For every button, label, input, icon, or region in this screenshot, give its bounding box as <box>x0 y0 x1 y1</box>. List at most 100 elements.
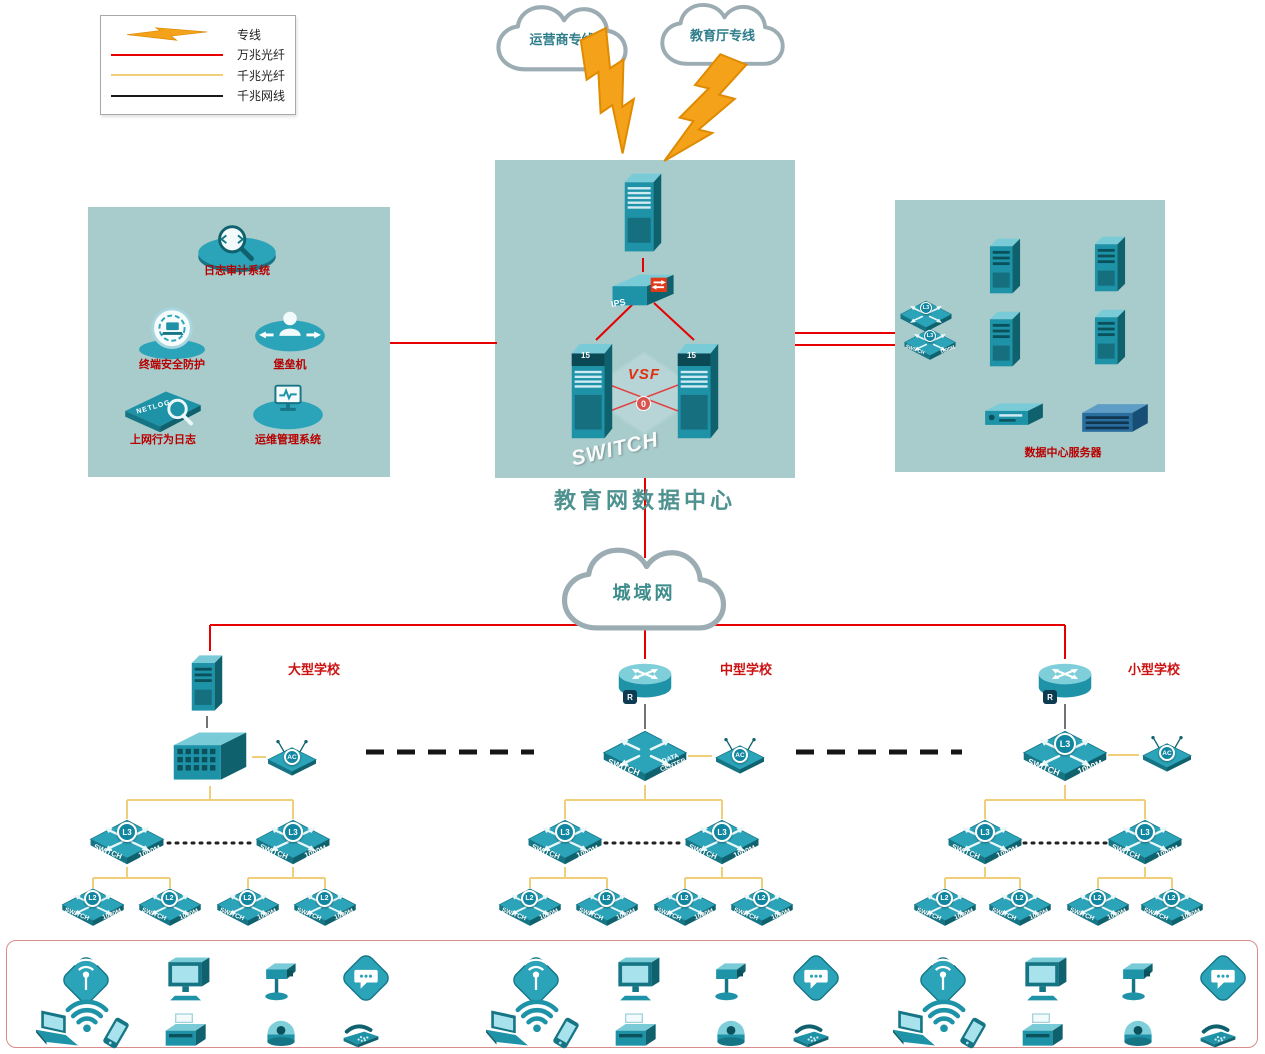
l3-badge: L3 <box>924 330 936 342</box>
firewall-gateway <box>619 167 667 259</box>
datacenter-panel: IPS 15 15 VSF 0 SWITCH <box>495 160 795 478</box>
l2-badge: L2 <box>316 890 333 907</box>
school-server <box>187 650 227 716</box>
cloud-education-line: 教育厅专线 <box>645 1 800 73</box>
ops-management-label: 运维管理系统 <box>255 434 321 446</box>
legend-item-10g-fiber: 万兆光纤 <box>111 45 285 66</box>
vsf-link-badge: 0 <box>636 396 651 411</box>
audit-icon <box>192 218 282 278</box>
server-tower <box>985 307 1025 371</box>
l2-switch: L2 SWITCH 1000M <box>730 887 794 929</box>
l2-badge: L2 <box>84 890 101 907</box>
terminal-security-label: 终端安全防护 <box>139 359 205 371</box>
black-line-sample <box>111 87 223 105</box>
message-terminal-icon <box>339 951 393 1005</box>
lightning-line-icon <box>111 25 223 43</box>
core-switch-icon <box>672 336 724 448</box>
router-badge: R <box>1043 690 1057 704</box>
l2-badge: L2 <box>936 890 953 907</box>
server-icon <box>1090 232 1130 296</box>
bastion-icon <box>245 303 335 363</box>
rack-server <box>981 400 1047 430</box>
man-cloud-label: 城域网 <box>612 583 676 603</box>
l2-switch: L2 SWITCH 1000M <box>61 887 125 929</box>
l2-switch: L2 SWITCH 1000M <box>1140 887 1204 929</box>
stack-switch-lower: L3 SWITCH 1000M <box>903 328 957 362</box>
dome-camera-icon <box>257 1007 305 1049</box>
ptz-camera-icon <box>1111 953 1163 1005</box>
legend-label: 千兆光纤 <box>237 68 286 83</box>
core-device-large <box>166 727 254 785</box>
ptz-camera-icon <box>704 953 756 1005</box>
l2-badge: L2 <box>1089 890 1106 907</box>
legend-item-1g-fiber: 千兆光纤 <box>111 65 285 86</box>
datacenter-servers-label: 数据中心服务器 <box>1024 447 1102 459</box>
ips-device <box>606 270 682 312</box>
server-tower <box>985 234 1025 298</box>
firewall-icon <box>619 167 667 259</box>
endpoint-group-large <box>29 945 429 1049</box>
telephone-icon <box>782 1011 840 1049</box>
server-icon <box>187 650 227 716</box>
ptz-camera-icon <box>254 953 306 1005</box>
endpoint-group-small <box>886 945 1265 1049</box>
cloud-man: 城域网 <box>538 545 750 640</box>
dome-camera-icon <box>1114 1007 1162 1049</box>
printer-icon <box>607 1009 661 1049</box>
ac-badge: AC <box>732 747 748 763</box>
netlog-label: 上网行为日志 <box>130 434 196 446</box>
l2-switch: L2 SWITCH 1000M <box>575 887 639 929</box>
message-terminal-icon <box>1196 951 1250 1005</box>
l3-badge: L3 <box>555 822 575 842</box>
printer-icon <box>1014 1009 1068 1049</box>
security-panel: 日志审计系统 终端安全防护 堡垒机 NETLOG 上网行为日志 运维管理系统 <box>88 207 390 477</box>
l2-badge: L2 <box>753 890 770 907</box>
laptop-icon <box>479 1007 535 1049</box>
ops-management-icon <box>243 376 333 436</box>
rack-server-icon <box>981 400 1047 430</box>
switch-icon <box>899 300 953 334</box>
switch-icon <box>903 328 957 362</box>
legend: 专线 万兆光纤 千兆光纤 千兆网线 <box>100 15 296 115</box>
legend-item-1g-ethernet: 千兆网线 <box>111 86 285 107</box>
legend-label: 千兆网线 <box>237 89 286 104</box>
desktop-monitor-icon <box>1016 951 1072 1005</box>
wireless-controller: AC <box>712 735 768 775</box>
endpoint-devices-box <box>6 940 1258 1049</box>
wifi-signal-icon <box>921 990 967 1036</box>
smartphone-icon <box>950 1017 996 1049</box>
wifi-signal-icon <box>514 990 560 1036</box>
l2-badge: L2 <box>161 890 178 907</box>
laptop-icon <box>886 1007 942 1049</box>
l3-switch: L3 SWITCH 1000M <box>684 818 760 868</box>
endpoint-group-medium <box>479 945 879 1049</box>
l2-switch: L2 SWITCH 1000M <box>653 887 717 929</box>
l2-switch: L2 SWITCH 1000M <box>498 887 562 929</box>
datacenter-switch: SWITCH DATA CENTER <box>602 729 688 785</box>
smartphone-icon <box>543 1017 589 1049</box>
l2-badge: L2 <box>521 890 538 907</box>
red-line-sample <box>111 46 223 64</box>
l2-badge: L2 <box>676 890 693 907</box>
printer-icon <box>157 1009 211 1049</box>
desktop-monitor-icon <box>609 951 665 1005</box>
l3-badge: L3 <box>975 822 995 842</box>
wireless-controller: AC <box>1139 733 1195 773</box>
l2-switch: L2 SWITCH 1000M <box>1066 887 1130 929</box>
ips-icon <box>606 270 682 312</box>
netlog-system-icon: NETLOG <box>118 378 208 438</box>
school-large-label: 大型学校 <box>288 662 341 677</box>
l3-badge: L3 <box>117 822 137 842</box>
legend-item-dedicated-line: 专线 <box>111 24 285 45</box>
server-icon <box>1090 305 1130 369</box>
l2-badge: L2 <box>1163 890 1180 907</box>
l3-switch: L3 SWITCH 1000M <box>1107 818 1183 868</box>
servers-panel: L3 L3 SWITCH 1000M 数据中心服务器 <box>895 200 1165 472</box>
server-tower <box>1090 305 1130 369</box>
carrier-cloud-label: 运营商专线 <box>529 32 595 47</box>
smartphone-icon <box>93 1017 139 1049</box>
legend-label: 专线 <box>237 27 262 42</box>
l3-badge: L3 <box>1135 822 1155 842</box>
